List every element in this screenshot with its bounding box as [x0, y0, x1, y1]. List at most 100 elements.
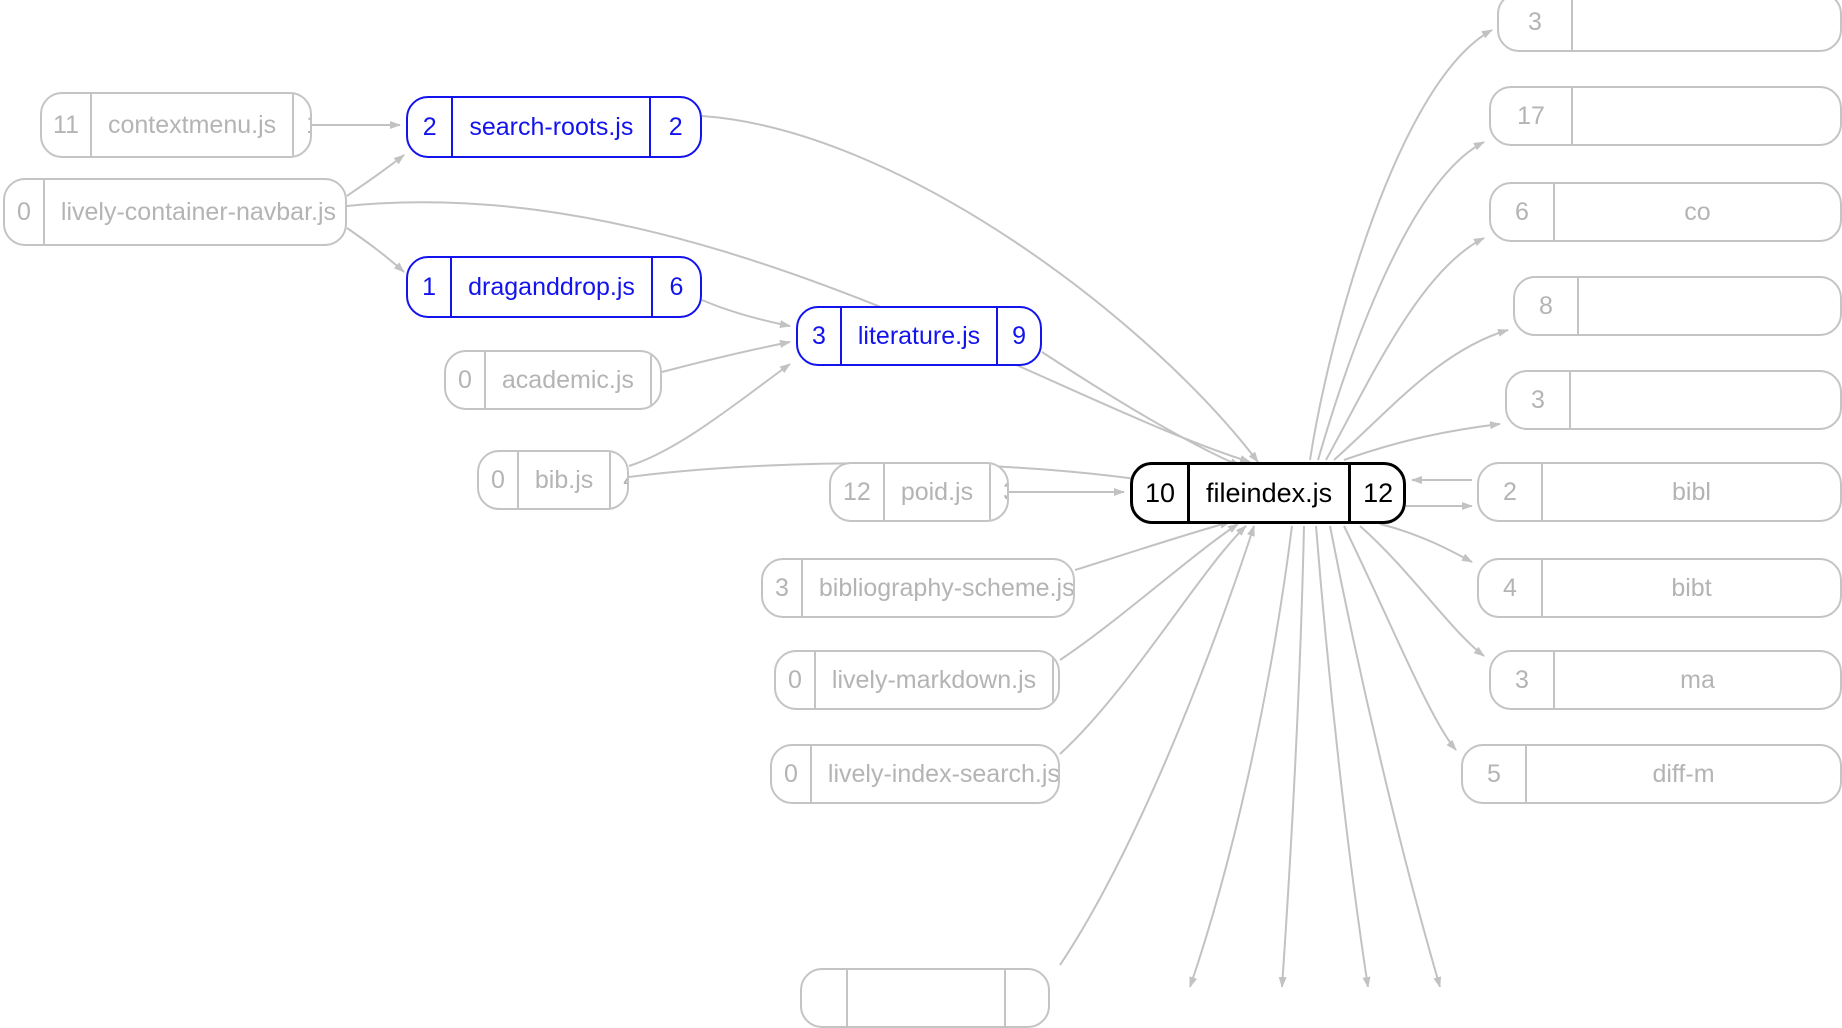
dependency-edge	[1343, 421, 1501, 461]
node-module-name: bib.js	[516, 452, 609, 508]
node-incoming-count: 0	[788, 665, 802, 694]
node-module-name: search-roots.js	[451, 98, 649, 156]
node-incoming-count: 10	[1145, 477, 1176, 508]
dependency-edge	[1315, 525, 1371, 987]
dependency-edge	[1343, 525, 1457, 751]
node-module-name	[846, 970, 1004, 1026]
node-incoming-count: 12	[843, 477, 871, 506]
dependency-edge	[1325, 237, 1485, 461]
node-outgoing-count: 2	[649, 98, 700, 156]
node-module-name: lively-markdown.js	[813, 652, 1052, 708]
node-incoming-count: 1	[422, 272, 437, 301]
node-module-name	[1577, 278, 1840, 334]
node-incoming-count	[802, 970, 846, 1026]
node-outgoing-count: 15	[1052, 652, 1058, 708]
graph-node-right-3a[interactable]: 3	[1497, 0, 1842, 52]
graph-node-poid[interactable]: 12 poid.js3	[829, 462, 1009, 522]
node-module-name: literature.js	[839, 308, 996, 364]
node-incoming-count: 5	[1487, 759, 1501, 788]
node-incoming-count: 2	[422, 112, 437, 141]
node-module-name: fileindex.js	[1187, 465, 1348, 521]
node-incoming-count: 3	[1531, 385, 1545, 414]
graph-node-bib[interactable]: 0 bib.js4	[477, 450, 629, 510]
node-incoming-count: 3	[775, 573, 789, 602]
node-module-name: ma	[1553, 652, 1840, 708]
dependency-edge	[1317, 141, 1485, 461]
dependency-edge	[1333, 328, 1509, 461]
edge-layer	[311, 29, 1509, 987]
node-incoming-count: 3	[1528, 7, 1542, 36]
node-outgoing-count: 12	[1348, 465, 1403, 521]
graph-node-right-4-bibt[interactable]: 4 bibt	[1477, 558, 1842, 618]
dependency-edge	[661, 340, 791, 373]
dependency-edge	[346, 154, 405, 197]
node-outgoing-count: 4	[649, 352, 660, 408]
graph-node-right-17[interactable]: 17	[1489, 86, 1842, 146]
node-module-name: bibt	[1541, 560, 1840, 616]
graph-node-right-3-ma[interactable]: 3 ma	[1489, 650, 1842, 710]
node-module-name: bibl	[1541, 464, 1840, 520]
graph-node-lively-markdown[interactable]: 0 lively-markdown.js15	[774, 650, 1060, 710]
node-incoming-count: 11	[53, 110, 79, 139]
graph-node-bottom-partial[interactable]	[800, 968, 1050, 1028]
dependency-edge	[1059, 525, 1255, 966]
node-incoming-count: 0	[458, 365, 472, 394]
dependency-edge	[1329, 525, 1442, 987]
node-module-name: contextmenu.js	[90, 94, 292, 156]
node-module-name: diff-m	[1525, 746, 1840, 802]
dependency-edge	[1309, 29, 1493, 461]
dependency-edge	[701, 299, 791, 328]
node-module-name	[1571, 0, 1840, 50]
graph-node-academic[interactable]: 0 academic.js4	[444, 350, 662, 410]
dependency-edge	[1359, 525, 1485, 657]
node-outgoing-count: 3	[989, 464, 1007, 520]
dependency-edge	[701, 115, 1259, 463]
node-outgoing-count: 6	[650, 258, 700, 316]
graph-node-right-8[interactable]: 8	[1513, 276, 1842, 336]
dependency-edge	[1059, 525, 1247, 755]
node-incoming-count: 2	[1503, 477, 1517, 506]
graph-node-right-2-bib[interactable]: 2 bibl	[1477, 462, 1842, 522]
node-incoming-count: 3	[1515, 665, 1529, 694]
graph-node-right-6-co[interactable]: 6 co	[1489, 182, 1842, 242]
node-incoming-count: 6	[1515, 197, 1529, 226]
node-module-name: draganddrop.js	[450, 258, 651, 316]
node-incoming-count: 0	[491, 465, 505, 494]
node-outgoing-count: 15	[292, 94, 310, 156]
dependency-edge	[1189, 525, 1293, 987]
node-incoming-count: 17	[1517, 101, 1545, 130]
dependency-edge	[346, 201, 1251, 463]
dependency-edge	[346, 227, 405, 273]
node-incoming-count: 3	[811, 321, 826, 350]
graph-node-right-5-diffm[interactable]: 5 diff-m	[1461, 744, 1842, 804]
dependency-edge	[1379, 523, 1473, 563]
node-outgoing-count: 4	[609, 452, 627, 508]
node-incoming-count: 4	[1503, 573, 1517, 602]
node-incoming-count: 0	[784, 759, 798, 788]
dependency-edge	[1059, 523, 1239, 661]
dependency-edge	[628, 363, 791, 467]
graph-node-right-3b[interactable]: 3	[1505, 370, 1842, 430]
node-module-name	[1569, 372, 1840, 428]
node-module-name: academic.js	[483, 352, 650, 408]
node-outgoing-count: 9	[996, 308, 1040, 364]
node-module-name: bibliography-scheme.js	[800, 560, 1073, 616]
dependency-edge	[1278, 525, 1305, 987]
node-module-name	[1571, 88, 1840, 144]
node-module-name: lively-index-search.js	[809, 746, 1058, 802]
node-module-name: poid.js	[882, 464, 989, 520]
graph-node-contextmenu[interactable]: 11 contextmenu.js15	[40, 92, 312, 158]
node-module-name: co	[1553, 184, 1840, 240]
dependency-edge	[1041, 351, 1241, 467]
node-incoming-count: 8	[1539, 291, 1553, 320]
node-incoming-count: 0	[17, 197, 31, 226]
dependency-edge	[1074, 520, 1231, 571]
